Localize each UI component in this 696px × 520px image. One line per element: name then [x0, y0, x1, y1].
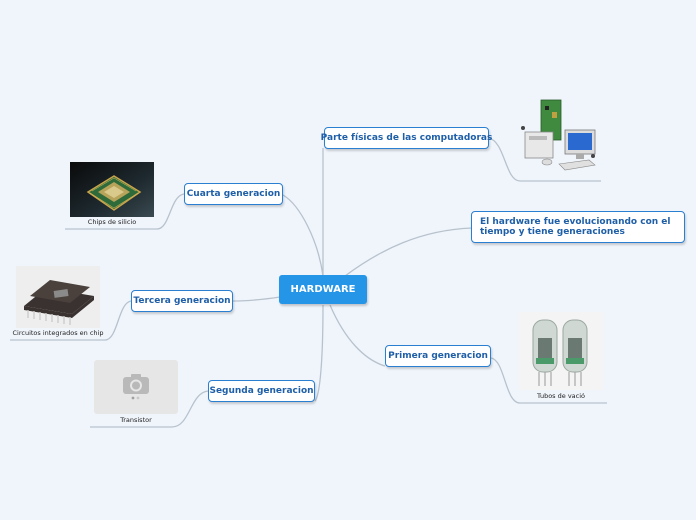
node-primera-generacion[interactable]: Primera generacion: [385, 345, 491, 367]
connector-cuarta-image: [65, 193, 185, 230]
cpu-chip-photo[interactable]: [70, 162, 154, 217]
node-label: Segunda generacion: [209, 386, 314, 396]
node-label: Cuarta generacion: [186, 189, 281, 199]
root-node-label: HARDWARE: [290, 284, 356, 295]
node-cuarta-generacion[interactable]: Cuarta generacion: [184, 183, 283, 205]
connector-primera-image: [490, 357, 607, 404]
node-partes-fisicas[interactable]: Parte físicas de las computadoras: [321, 127, 492, 149]
connector-tercera: [232, 296, 281, 302]
node-label: Tercera generacion: [133, 296, 231, 306]
connector-partes-image: [487, 137, 601, 182]
connector-cuarta: [282, 194, 324, 277]
connector-segunda-image: [90, 390, 209, 428]
transistor-image-placeholder[interactable]: [94, 360, 178, 414]
node-label: Parte físicas de las computadoras: [320, 133, 493, 143]
vacuum-tube-photo[interactable]: [519, 312, 603, 390]
node-tercera-generacion[interactable]: Tercera generacion: [131, 290, 233, 312]
image-caption-transistor: Transistor: [120, 416, 152, 424]
computer-parts-photo[interactable]: [519, 98, 601, 178]
node-label: Primera generacion: [388, 351, 488, 361]
connector-evolucion: [344, 227, 473, 277]
image-caption-tubos: Tubos de vació: [536, 392, 586, 400]
image-caption-chips: Chips de silicio: [87, 218, 137, 226]
root-node-hardware[interactable]: HARDWARE: [279, 275, 367, 304]
image-caption-circuitos: Circuitos integrados en chip: [12, 329, 104, 337]
connector-segunda: [314, 304, 324, 402]
camera-placeholder-icon: [123, 374, 149, 400]
node-evolucion[interactable]: El hardware fue evolucionando con el tie…: [471, 211, 685, 243]
integrated-circuit-photo[interactable]: [16, 266, 100, 328]
node-segunda-generacion[interactable]: Segunda generacion: [208, 380, 315, 402]
connector-tercera-image: [10, 300, 132, 341]
connector-primera: [329, 304, 386, 367]
node-label: El hardware fue evolucionando con el tie…: [480, 217, 671, 237]
